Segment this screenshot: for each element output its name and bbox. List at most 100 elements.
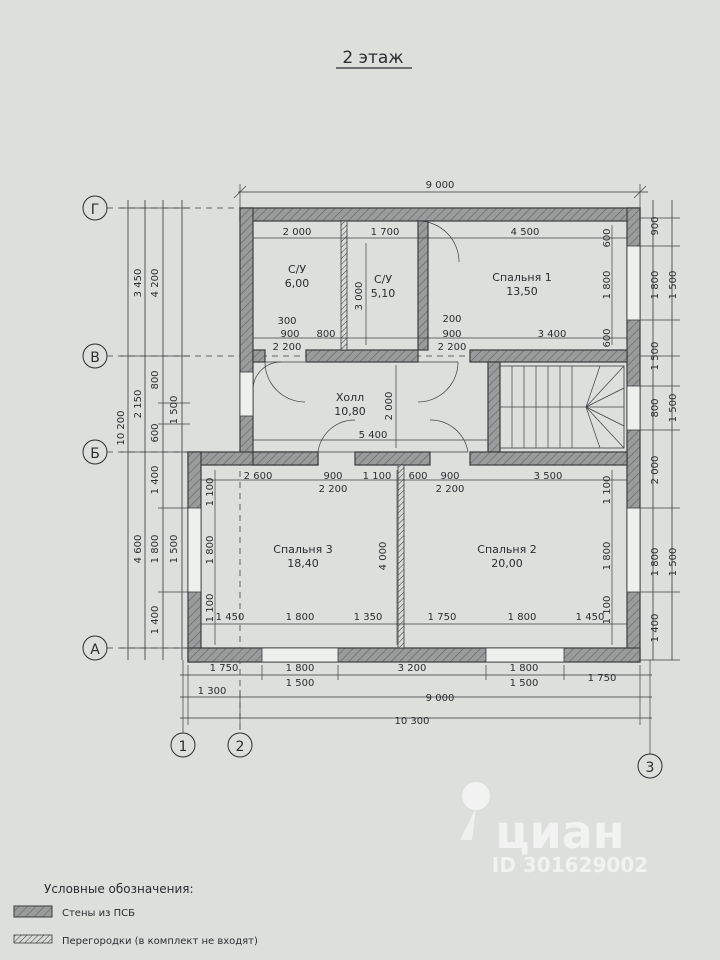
dim-900a: 900 [280,329,299,340]
dim-left-2150: 2 150 [133,390,144,419]
dim-3500: 3 500 [534,471,563,482]
dim-bottom-3200: 3 200 [398,663,427,674]
dim-left-1500b: 1 500 [169,535,180,564]
room-hall-area: 10,80 [334,405,366,418]
dim-left-3450: 3 450 [133,269,144,298]
legend: Условные обозначения: Стены из ПСБ Перег… [13,882,258,947]
dim-5400: 5 400 [359,430,388,441]
window-bed2-side [626,507,641,593]
legend-heading: Условные обозначения: [44,882,194,896]
dim-right-1500c: 1 500 [668,394,679,423]
dim-bottom-1800b: 1 800 [510,663,539,674]
dim-900d: 900 [440,471,459,482]
dim-1700: 1 700 [371,227,400,238]
dim-bottom-10300: 10 300 [395,716,430,727]
dim-300: 300 [277,316,296,327]
bottom-dimensions [180,665,652,725]
axis-markers: Г В Б А 1 2 3 [82,195,663,779]
dim-right-2000: 2 000 [650,456,661,485]
dim-600-mid: 600 [408,471,427,482]
dim-left-4200: 4 200 [150,269,161,298]
dim-bottom-1300: 1 300 [198,686,227,697]
dim-1800a: 1 800 [286,612,315,623]
dim-4500: 4 500 [511,227,540,238]
axis-g-label: Г [91,202,100,218]
dim-right-900: 900 [650,216,661,235]
room-wc2-area: 5,10 [371,287,396,300]
dim-ri-600a: 600 [602,228,613,247]
inner-dimension-lines [201,225,627,645]
dim-2600: 2 600 [244,471,273,482]
room-hall-name: Холл [336,391,364,404]
dim-left-600: 600 [150,423,161,442]
dim-left-800: 800 [150,370,161,389]
dim-2000: 2 000 [283,227,312,238]
room-bed1-area: 13,50 [506,285,538,298]
dim-left-10200: 10 200 [116,411,127,446]
staircase [499,365,625,449]
dim-900b: 900 [442,329,461,340]
dim-right-1800: 1 800 [650,271,661,300]
dim-ri-1800: 1 800 [602,271,613,300]
window-bed3-side [187,507,202,593]
room-bed3-area: 18,40 [287,557,319,570]
window-stair [626,385,641,431]
dim-right-1800b: 1 800 [650,548,661,577]
room-bed2-name: Спальня 2 [477,543,536,556]
axis-2-label: 2 [236,739,245,755]
dim-right-800: 800 [650,398,661,417]
axis-b-label: Б [90,446,100,462]
room-wc1-name: С/У [288,263,306,276]
dim-top-9000: 9 000 [426,180,455,191]
dim-inner-1100b: 1 100 [205,594,216,623]
dim-left-1500: 1 500 [169,396,180,425]
dim-4000: 4 000 [378,542,389,571]
axis-1-label: 1 [179,739,188,755]
window-bed3-bottom [261,647,339,663]
legend-wall-swatch [13,905,53,918]
dim-1800b: 1 800 [508,612,537,623]
dim-ri-600b: 600 [602,328,613,347]
room-bed3-name: Спальня 3 [273,543,332,556]
dim-left-1800: 1 800 [150,535,161,564]
plan-title: 2 этаж [342,48,403,68]
axis-v-label: В [90,350,100,366]
axis-3-label: 3 [646,760,655,776]
room-wc1-area: 6,00 [285,277,310,290]
dim-bottom-1500b: 1 500 [510,678,539,689]
dim-bottom-1750a: 1 750 [210,663,239,674]
dim-1450a: 1 450 [216,612,245,623]
dim-2000-hall: 2 000 [384,392,395,421]
dim-right-1400: 1 400 [650,614,661,643]
dim-bottom-9000: 9 000 [426,693,455,704]
room-bed1-name: Спальня 1 [492,271,551,284]
dim-right-1500b: 1 500 [650,342,661,371]
dim-3400: 3 400 [538,329,567,340]
room-wc2-name: С/У [374,273,392,286]
dim-right-1500: 1 500 [668,271,679,300]
dim-inner-1100: 1 100 [205,478,216,507]
dim-ri-1100: 1 100 [602,476,613,505]
dim-2200a: 2 200 [273,342,302,353]
dim-200: 200 [442,314,461,325]
dim-left-4600: 4 600 [133,535,144,564]
dim-left-1400a: 1 400 [150,466,161,495]
dim-1350: 1 350 [354,612,383,623]
dim-ri-1800b: 1 800 [602,542,613,571]
dim-bottom-1750b: 1 750 [588,673,617,684]
dim-bottom-1800a: 1 800 [286,663,315,674]
window-hall [239,371,254,417]
left-dimensions [120,200,190,660]
legend-walls-label: Стены из ПСБ [62,908,135,919]
legend-partitions-label: Перегородки (в комплект не входят) [62,936,258,947]
watermark-id: ID 301629002 [492,853,648,877]
dim-2200d: 2 200 [436,484,465,495]
window-bed2-bottom [485,647,565,663]
legend-partition-swatch [13,934,53,944]
dim-right-1500d: 1 500 [668,548,679,577]
dim-1750a: 1 750 [428,612,457,623]
dim-1450b: 1 450 [576,612,605,623]
dim-800: 800 [316,329,335,340]
dim-1100-mid: 1 100 [363,471,392,482]
